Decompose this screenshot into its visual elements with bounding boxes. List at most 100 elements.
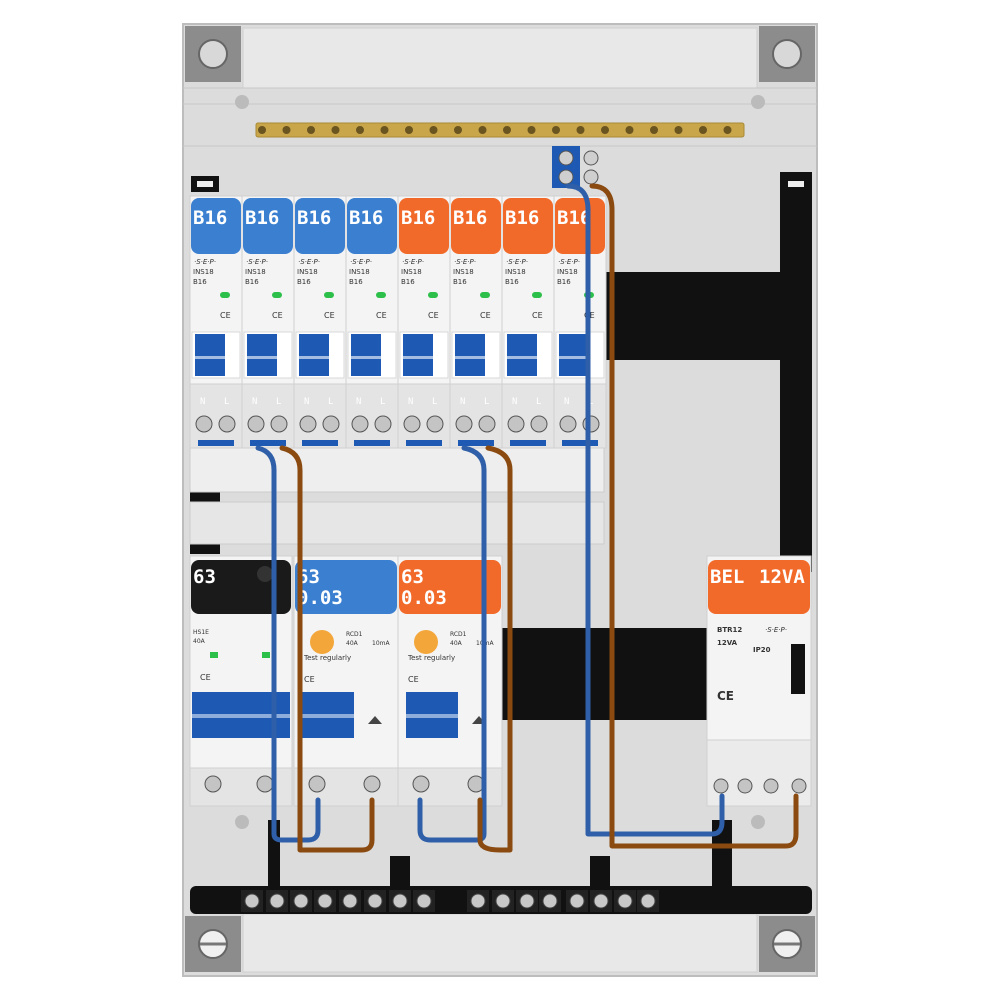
mcb-label: B16 (349, 207, 383, 229)
mcb-rating: B16 (349, 278, 363, 286)
ce-mark-icon: CE (324, 311, 335, 320)
mcb-indicator-led (272, 292, 282, 298)
mcb-terminal-area (449, 383, 503, 449)
busbar-screw-icon (723, 126, 732, 134)
terminal-letter: L (380, 397, 385, 407)
terminal-letter: L (328, 397, 333, 407)
wiring (255, 183, 799, 853)
enclosure-top-cover (242, 27, 758, 89)
ce-mark-icon: CE (428, 311, 439, 320)
wire-live (279, 445, 375, 853)
rcd-test-text: Test regularly (303, 654, 351, 662)
mcb-rating: B16 (245, 278, 259, 286)
terminal-screw-icon (403, 415, 421, 433)
mcb-rating: B16 (193, 278, 207, 286)
mcb-brand: ·S·E·P· (402, 258, 424, 266)
mcb-model: INS18 (297, 268, 318, 276)
terminal-screw-icon (617, 893, 633, 909)
bell-label-right: 12VA (759, 566, 805, 588)
busbar-screw-icon (576, 126, 585, 134)
terminal-letter: L (432, 397, 437, 407)
mcb-indicator-led (428, 292, 438, 298)
terminal-letter: L (536, 397, 541, 407)
rcd-label-badge (399, 560, 501, 614)
terminal-screw-icon (737, 778, 753, 794)
terminal-screw-icon (519, 893, 535, 909)
terminal-screw-icon (244, 893, 260, 909)
ce-mark-icon: CE (532, 311, 543, 320)
screw-icon (751, 95, 765, 109)
mcb-model: INS18 (245, 268, 266, 276)
mcb-indicator-led (220, 292, 230, 298)
terminal-screw-icon (195, 415, 213, 433)
main-switch-indicator (262, 652, 270, 658)
mcb-indicator-led (480, 292, 490, 298)
bell-label-left: BEL (710, 566, 744, 588)
terminal-screw-icon (322, 415, 340, 433)
mcb-brand: ·S·E·P· (350, 258, 372, 266)
mcb-label-badge (399, 198, 449, 254)
terminal-screw-icon (351, 415, 369, 433)
rcd-sensitivity: 10mA (372, 640, 390, 647)
trip-arrow-icon (368, 716, 382, 724)
terminal-letter: N (252, 397, 257, 407)
terminal-screw-icon (308, 775, 326, 793)
busbar-screw-icon (282, 126, 291, 134)
wire-live (589, 183, 799, 849)
busbar-screw-icon (380, 126, 389, 134)
terminal-clamp (562, 440, 598, 446)
mcb-toggle-lever (455, 334, 485, 376)
rcd-label-line2: 0.03 (401, 587, 447, 609)
mcb-toggle-lever (403, 334, 433, 376)
bell-ce-mark: CE (717, 689, 734, 703)
mcb-label-badge (347, 198, 397, 254)
terminal-screw-icon (426, 415, 444, 433)
mcb-label-badge (555, 198, 605, 254)
rcd-label-line2: 0.03 (297, 587, 343, 609)
mcb-toggle-lever-line (195, 356, 225, 359)
mcb-brand: ·S·E·P· (194, 258, 216, 266)
mcb-toggle-lever (507, 334, 537, 376)
terminal-clamp (198, 440, 234, 446)
mcb-model: INS18 (453, 268, 474, 276)
mcb-label-badge (451, 198, 501, 254)
wire-live (477, 445, 513, 853)
mcb-model: INS18 (401, 268, 422, 276)
terminal-screw-icon (416, 893, 432, 909)
mcb-terminal-area (501, 383, 555, 449)
terminal-screw-icon (342, 893, 358, 909)
terminal-letter: N (564, 397, 569, 407)
mcb-terminal-area (345, 383, 399, 449)
terminal-screw-icon (293, 893, 309, 909)
mcb-toggle-lever-line (247, 356, 277, 359)
terminal-screw-icon (478, 415, 496, 433)
busbar-screw-icon (429, 126, 438, 134)
mcb-toggle-lever-line (559, 356, 589, 359)
main-switch-lever-line (192, 714, 290, 718)
terminal-letter: N (512, 397, 517, 407)
main-switch-rating: 40A (193, 638, 206, 645)
terminal-clamp (250, 440, 286, 446)
busbar-screw-icon (356, 126, 364, 134)
terminal-screw-icon (367, 893, 383, 909)
busbar-screw-icon (503, 126, 511, 134)
screw-icon (751, 815, 765, 829)
mcb-label: B16 (505, 207, 539, 229)
mcb-label-badge (295, 198, 345, 254)
mcb-toggle-lever-line (351, 356, 381, 359)
mcb-toggle-lever-line (455, 356, 485, 359)
mcb-indicator-led (532, 292, 542, 298)
comb-busbar (189, 447, 605, 493)
rcd-rating: 40A (346, 640, 359, 647)
mcb-terminal-area (397, 383, 451, 449)
neutral-terminal-block (552, 146, 599, 188)
terminal-screw-icon (363, 775, 381, 793)
